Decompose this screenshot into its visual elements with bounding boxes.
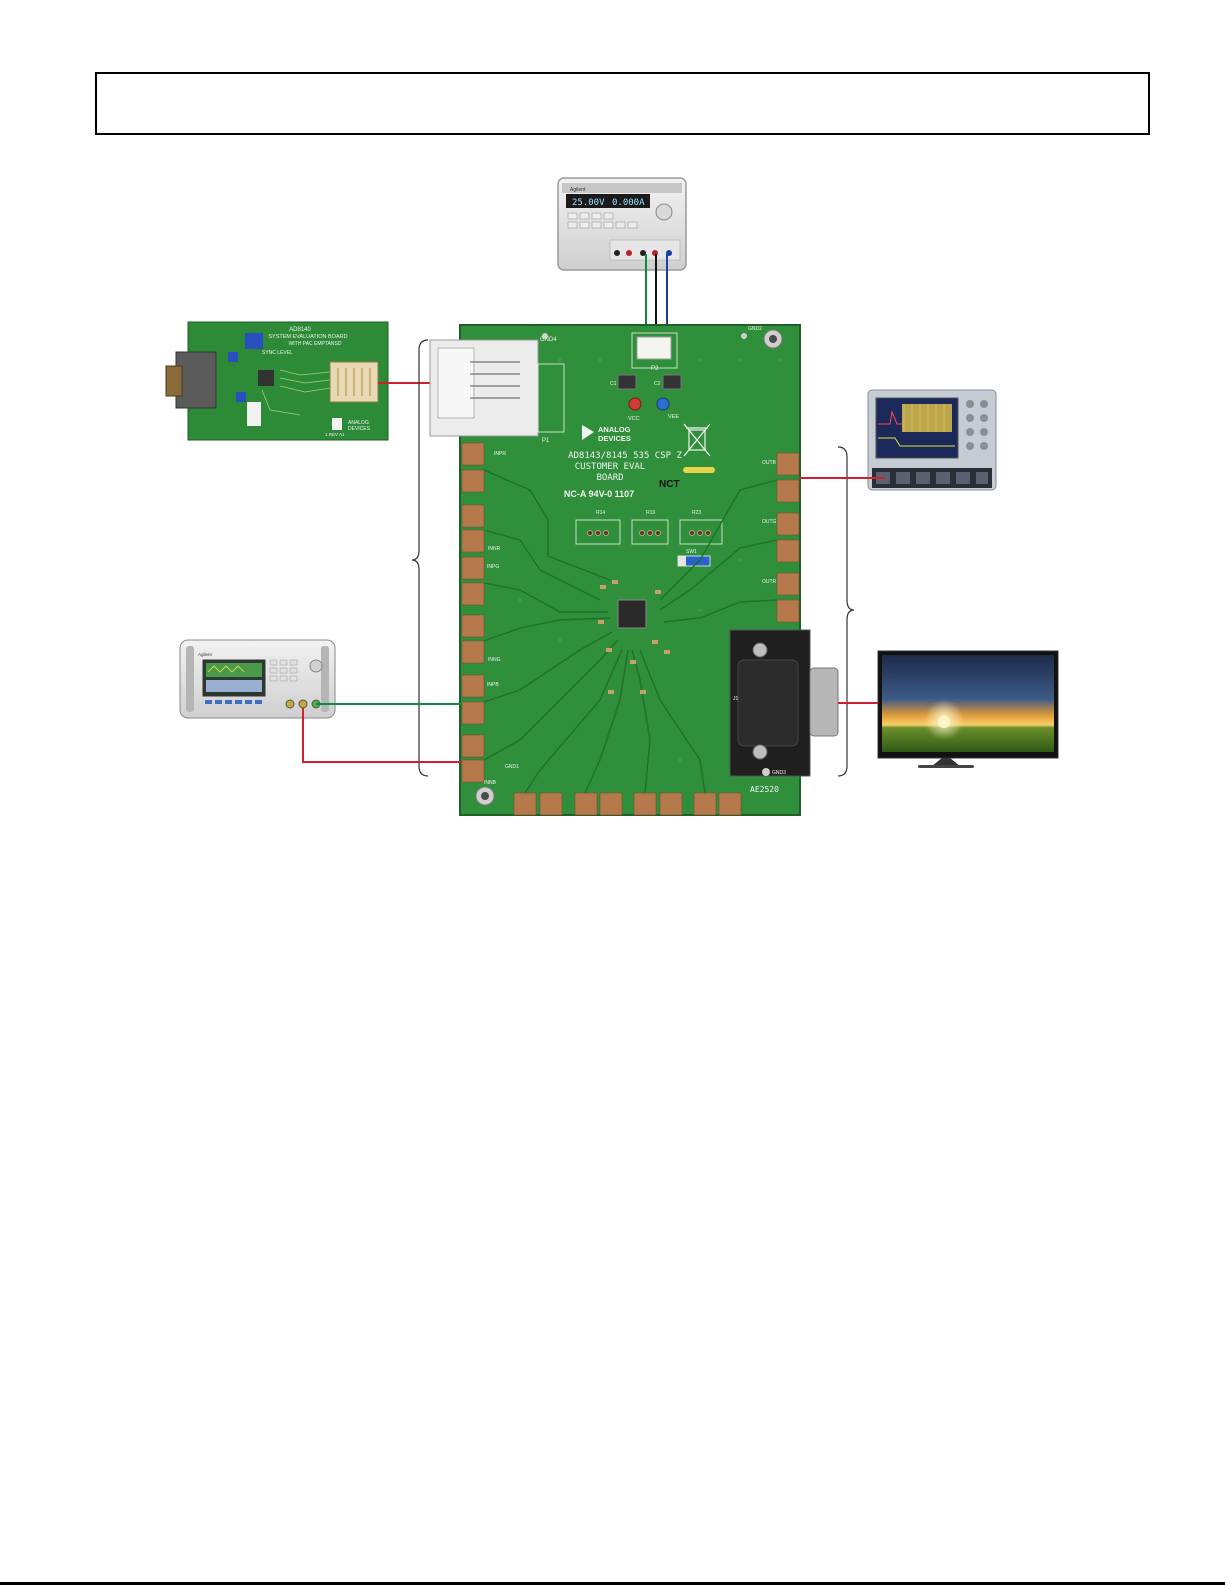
label-innr: INNR bbox=[488, 546, 501, 552]
bnc-connector-icon bbox=[285, 699, 295, 709]
label-gnd1: GND1 bbox=[505, 764, 519, 770]
label-inng: INNG bbox=[488, 657, 501, 663]
eval-nct: NCT bbox=[659, 479, 680, 490]
sync-separator-board: AD8140 SYSTEM EVALUATION BOARD WITH PAC … bbox=[165, 321, 389, 441]
generator-red-wire bbox=[302, 708, 462, 763]
current-readout: 0.000A bbox=[612, 198, 645, 208]
generator-knob bbox=[309, 659, 323, 673]
sync-level-label: SYNC LEVEL bbox=[262, 350, 293, 356]
label-r14: R14 bbox=[596, 510, 605, 516]
label-r23: R23 bbox=[692, 510, 701, 516]
trim-resistors bbox=[575, 519, 723, 545]
silkscreen-bar bbox=[683, 467, 715, 473]
right-brace-icon bbox=[837, 446, 855, 777]
connector-p2 bbox=[636, 336, 672, 360]
label-vcc: VCC bbox=[628, 416, 640, 422]
vcc-test-point-icon bbox=[628, 397, 642, 411]
label-inpg: INPG bbox=[487, 564, 499, 570]
label-outg: OUTG bbox=[762, 519, 777, 525]
power-supply-display bbox=[566, 194, 650, 208]
label-inpb: INPB bbox=[487, 682, 499, 688]
label-outb: OUTB bbox=[762, 460, 777, 466]
voltage-readout: 25.00V bbox=[572, 198, 605, 208]
power-supply-brand: Agilent bbox=[570, 187, 586, 193]
label-inpr: INPR bbox=[494, 451, 506, 457]
capacitor-c2 bbox=[662, 374, 682, 390]
eval-title-1: AD8143/8145 535 CSP Z bbox=[568, 451, 682, 461]
eval-title-2: CUSTOMER EVAL bbox=[575, 462, 645, 472]
power-supply-knob bbox=[655, 203, 673, 221]
label-j1: J1 bbox=[733, 696, 739, 702]
eval-marking: NC-A 94V-0 1107 bbox=[564, 489, 634, 499]
oscilloscope bbox=[867, 389, 997, 491]
eval-logo-2: DEVICES bbox=[598, 434, 631, 443]
label-vee: VEE bbox=[668, 414, 679, 420]
bnc-connector-icon bbox=[298, 699, 308, 709]
input-pads bbox=[461, 442, 485, 783]
analog-devices-logo-icon bbox=[582, 425, 594, 440]
footer-line bbox=[0, 1582, 1225, 1585]
label-sw1: SW1 bbox=[686, 549, 697, 555]
eval-part-number: AE2520 bbox=[750, 785, 779, 794]
sync-board-rev: 1 REV A1 bbox=[325, 432, 345, 437]
left-brace-icon bbox=[411, 339, 429, 777]
label-gnd2: GND2 bbox=[748, 326, 762, 332]
label-gnd4: GND4 bbox=[540, 337, 557, 343]
vee-test-point-icon bbox=[656, 397, 670, 411]
capacitor-c1 bbox=[617, 374, 637, 390]
sync-board-logo-1: ANALOG bbox=[348, 420, 369, 426]
label-gnd3: GND3 bbox=[772, 770, 786, 776]
analog-devices-logo-icon bbox=[332, 418, 342, 430]
label-innb: INNB bbox=[484, 780, 497, 786]
generator-brand: Agilent bbox=[198, 652, 213, 657]
sync-board-subtitle: WITH PAC EMPTANSD bbox=[289, 341, 342, 347]
label-c1: C1 bbox=[610, 381, 617, 387]
function-generator: Agilent bbox=[179, 639, 336, 719]
potentiometer-icon bbox=[245, 333, 263, 349]
sync-board-title: SYSTEM EVALUATION BOARD bbox=[268, 334, 347, 340]
terminal-icon bbox=[614, 250, 620, 256]
eval-logo-1: ANALOG bbox=[598, 425, 631, 434]
screw-icon bbox=[752, 642, 768, 658]
weee-bin-icon bbox=[683, 423, 711, 457]
power-wires bbox=[645, 254, 668, 335]
sync-board-logo-2: DEVICES bbox=[348, 426, 371, 432]
label-r19: R19 bbox=[646, 510, 655, 516]
screw-icon bbox=[752, 744, 768, 760]
monitor bbox=[877, 650, 1059, 768]
amplifier-ic bbox=[617, 599, 647, 629]
monitor-screen bbox=[882, 655, 1054, 752]
label-outr: OUTR bbox=[762, 579, 777, 585]
eval-title-3: BOARD bbox=[596, 473, 623, 483]
power-supply: Agilent 25.00V 0.000A bbox=[557, 177, 687, 271]
output-pads bbox=[776, 452, 800, 623]
label-p2: P2 bbox=[651, 366, 659, 372]
terminal-icon bbox=[626, 250, 632, 256]
label-p1: P1 bbox=[542, 438, 550, 444]
sync-board-part: AD8140 bbox=[289, 327, 311, 333]
bottom-pads bbox=[513, 792, 742, 816]
eval-board: P1 P2 GND4 C1 C2 VCC VEE ANALOG DEVICES … bbox=[429, 324, 839, 816]
label-c2: C2 bbox=[654, 381, 661, 387]
terminal-icon bbox=[640, 250, 646, 256]
pcb-traces bbox=[483, 469, 778, 794]
header-box bbox=[95, 72, 1150, 135]
